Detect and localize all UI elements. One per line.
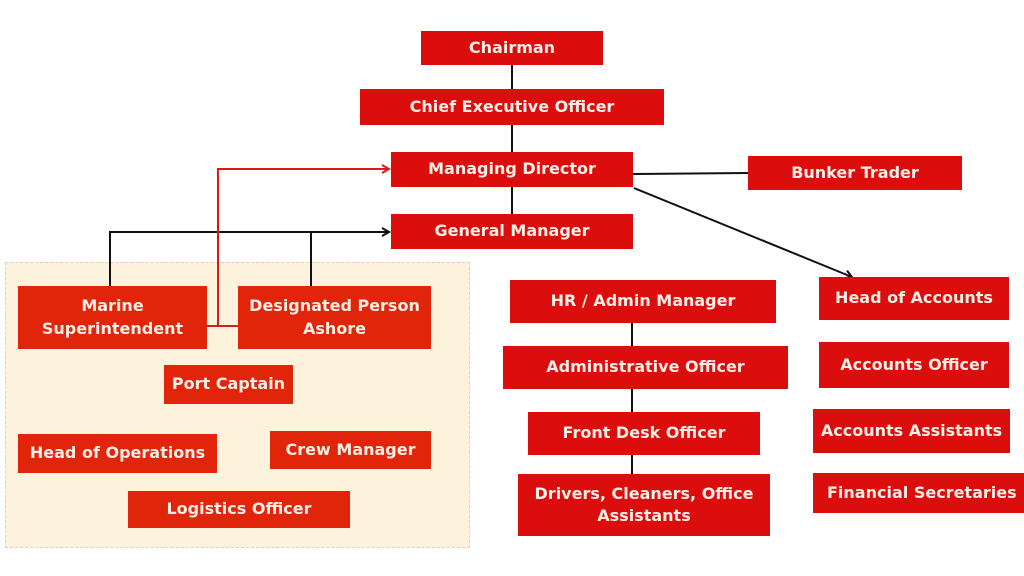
node-crew-manager: Crew Manager [270,431,431,469]
node-label: Designated Person [249,296,420,316]
node-accounts-assistants: Accounts Assistants [813,409,1010,453]
node-front-desk-officer: Front Desk Officer [528,412,760,455]
node-label: HR / Admin Manager [550,291,736,311]
node-label: Drivers, Cleaners, Office [534,483,754,503]
node-label: Logistics Officer [166,499,312,519]
node-label: Superintendent [41,318,184,338]
node-label: Accounts Assistants [820,420,1003,440]
node-label: Head of Accounts [835,288,993,308]
node-general-manager: General Manager [391,214,633,249]
node-chairman: Chairman [421,31,603,65]
node-logistics-officer: Logistics Officer [128,491,350,528]
node-label: Head of Operations [29,443,206,463]
node-label: Port Captain [171,374,286,394]
node-label: Marine [81,296,144,316]
node-financial-secretaries: Financial Secretaries [813,473,1024,513]
node-label: Ashore [302,318,367,338]
node-label: Financial Secretaries [827,482,1017,502]
node-label: Administrative Officer [546,357,745,377]
node-port-captain: Port Captain [164,365,293,404]
node-ceo: Chief Executive Officer [360,89,664,125]
node-label: Chief Executive Officer [409,96,615,116]
arrow-md-head-accounts [633,187,852,277]
node-label: Accounts Officer [840,354,988,374]
node-head-of-accounts: Head of Accounts [819,277,1009,320]
arrow-to-gm [109,232,389,286]
node-label: Managing Director [428,159,596,179]
node-administrative-officer: Administrative Officer [503,346,788,389]
node-label: Chairman [468,37,556,57]
node-label: Crew Manager [285,439,416,459]
line-md-bunker [632,172,749,175]
node-managing-director: Managing Director [391,152,633,187]
arrow-to-md [217,169,389,326]
node-label: Assistants [597,506,691,525]
node-accounts-officer: Accounts Officer [819,342,1009,388]
node-label: General Manager [434,221,590,241]
node-label: Front Desk Officer [562,423,726,443]
node-head-of-operations: Head of Operations [18,434,217,473]
node-bunker-trader: Bunker Trader [748,156,962,190]
node-hr-admin-manager: HR / Admin Manager [510,280,776,323]
node-label: Bunker Trader [791,162,919,182]
